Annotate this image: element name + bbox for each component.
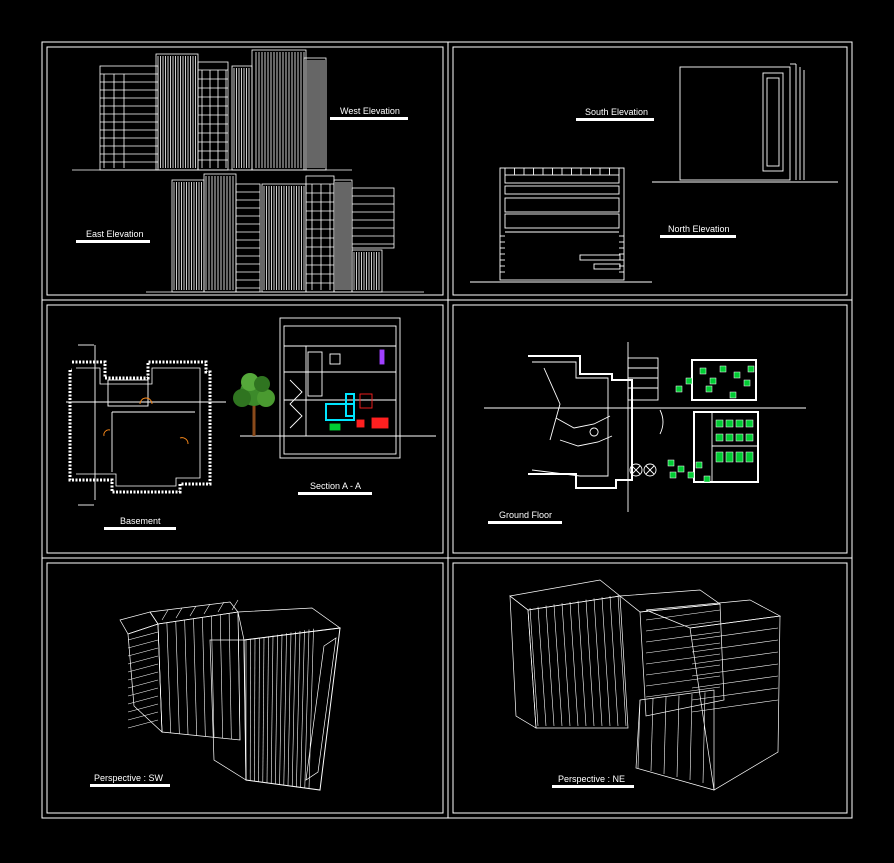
section-aa-underline <box>298 492 372 495</box>
perspective-sw-facade-lines <box>128 600 314 789</box>
ground-floor-plan-drawing <box>484 342 806 512</box>
perspective-ne-drawing <box>510 580 780 790</box>
west-elevation-label: West Elevation <box>340 106 400 116</box>
south-elevation-drawing <box>470 168 652 282</box>
ground-floor-furniture <box>668 366 754 482</box>
section-aa-label: Section A - A <box>310 481 361 491</box>
ground-floor-underline <box>488 521 562 524</box>
north-elevation-drawing <box>652 64 838 182</box>
west-elevation-underline <box>330 117 408 120</box>
north-elevation-underline <box>660 235 736 238</box>
east-elevation-drawing <box>146 174 424 292</box>
perspective-sw-underline <box>90 784 170 787</box>
perspective-ne-underline <box>552 785 634 788</box>
north-elevation-label: North Elevation <box>668 224 730 234</box>
basement-label: Basement <box>120 516 161 526</box>
perspective-sw-label: Perspective : SW <box>94 773 163 783</box>
perspective-ne-facade-lines <box>530 595 778 783</box>
west-elevation-drawing <box>72 50 352 170</box>
basement-plan-drawing <box>66 345 226 505</box>
tree-icon <box>233 373 275 436</box>
ground-floor-label: Ground Floor <box>499 510 552 520</box>
east-elevation-label: East Elevation <box>86 229 144 239</box>
section-aa-drawing <box>240 318 436 458</box>
south-elevation-label: South Elevation <box>585 107 648 117</box>
basement-underline <box>104 527 176 530</box>
south-elevation-underline <box>576 118 654 121</box>
viewport-frames <box>42 42 852 818</box>
perspective-ne-label: Perspective : NE <box>558 774 625 784</box>
sheet-border <box>42 42 852 818</box>
east-elevation-underline <box>76 240 150 243</box>
